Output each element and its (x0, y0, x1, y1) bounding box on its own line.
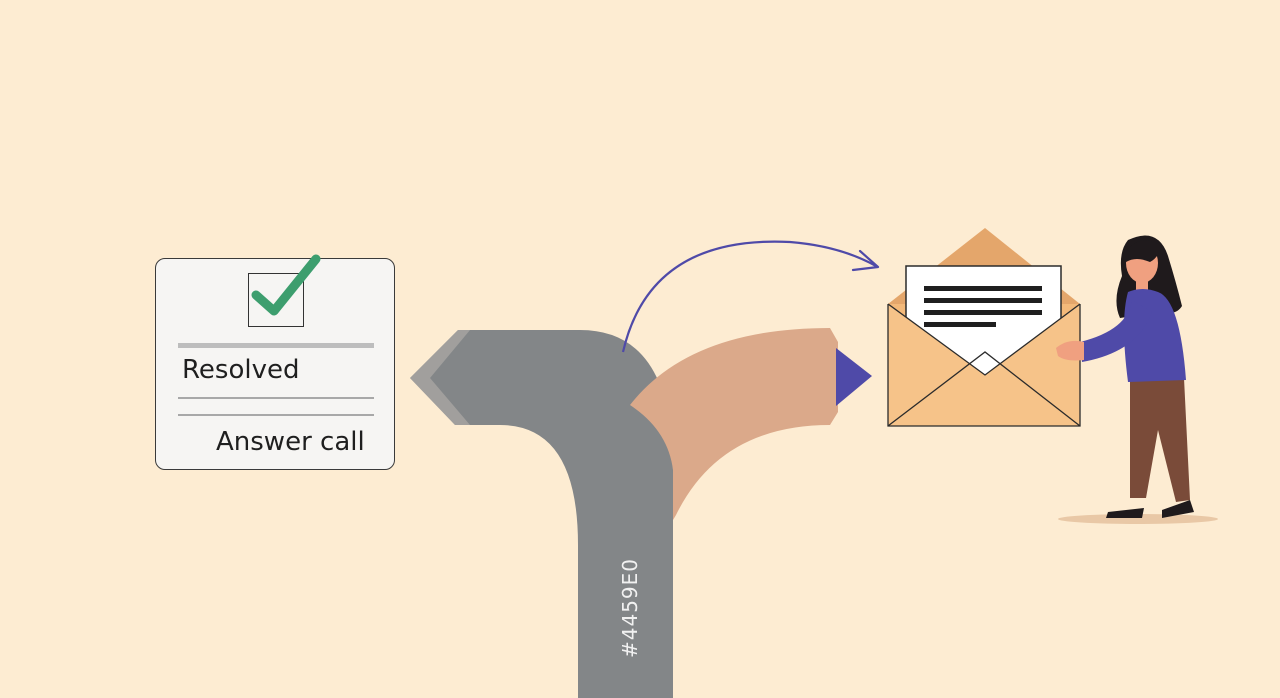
gray-branch-highlight (410, 330, 470, 425)
card-divider (178, 343, 374, 348)
card-divider (178, 397, 374, 399)
status-label: Resolved (182, 355, 300, 385)
ticket-card: Resolved Answer call (155, 254, 395, 470)
envelope-icon (887, 228, 1081, 427)
person-illustration (1056, 235, 1218, 524)
arrow-tip-icon (836, 348, 872, 406)
checkmark-icon (251, 254, 321, 316)
gray-branch (410, 330, 673, 698)
tan-branch (630, 328, 838, 520)
action-label: Answer call (216, 427, 365, 457)
arrow-icon (621, 240, 877, 353)
card-divider (178, 414, 374, 416)
tracking-code: #4459E0 (618, 557, 642, 659)
arrow-head-icon (851, 249, 880, 272)
